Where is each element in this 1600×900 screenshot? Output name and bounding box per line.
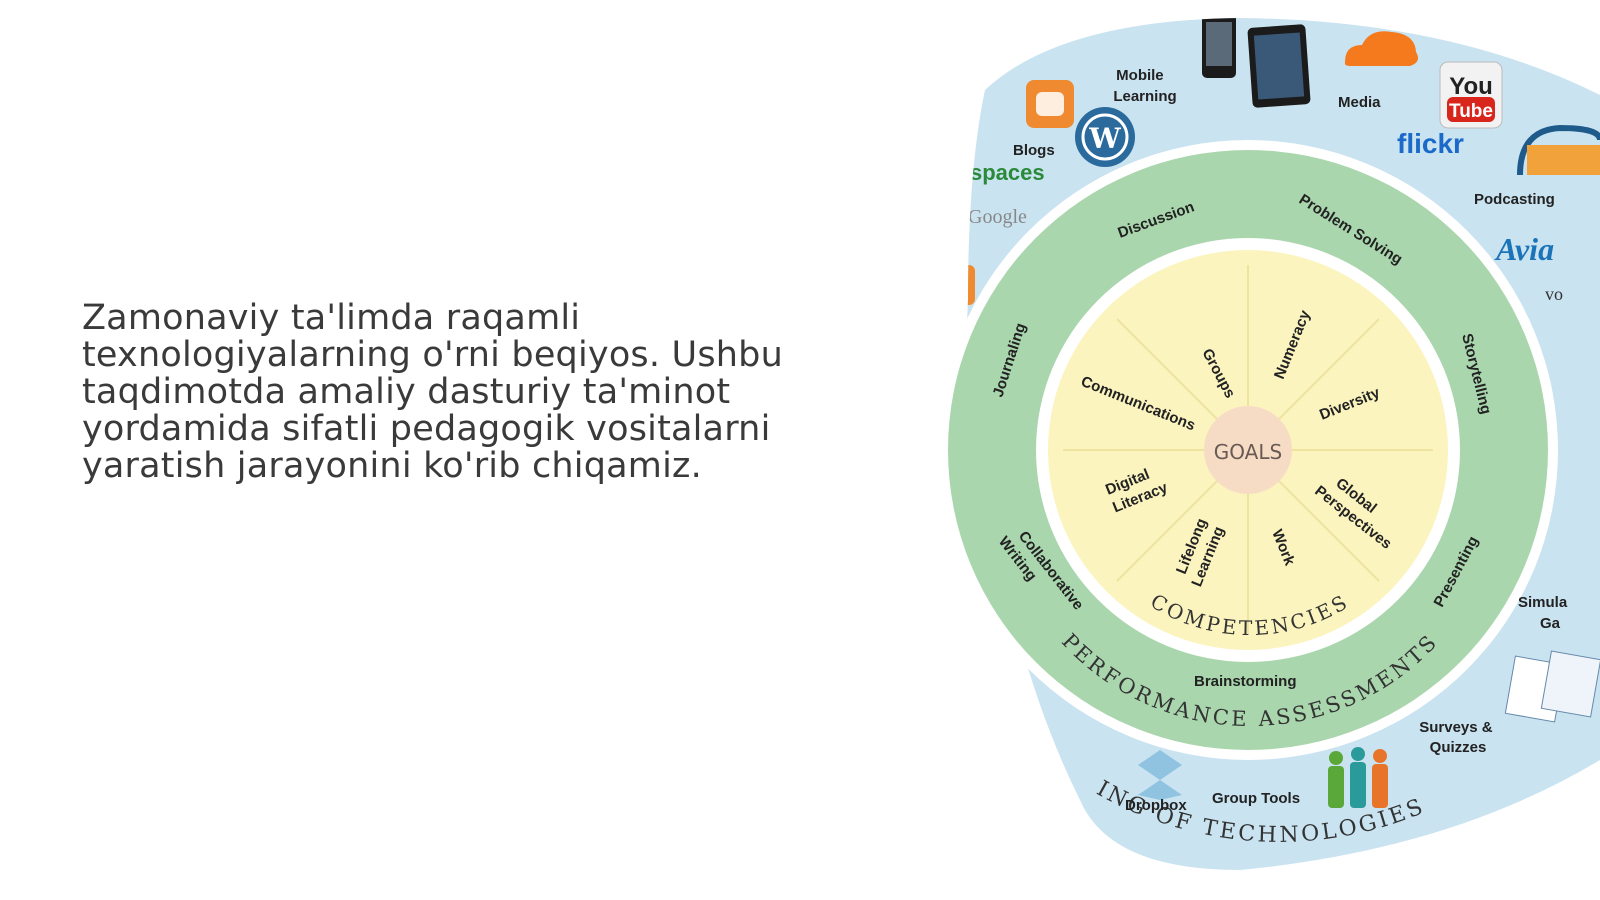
survey-icon-back bbox=[1540, 650, 1600, 718]
intro-line: Zamonaviy ta'limda raqamli bbox=[82, 298, 581, 338]
tech-group-tools: Group Tools bbox=[1212, 790, 1300, 807]
tech-google: Google bbox=[968, 206, 1027, 228]
orange-app-icon bbox=[966, 265, 975, 305]
tech-flickr: flickr bbox=[1397, 128, 1464, 159]
wordpress-icon-glyph: W bbox=[1088, 122, 1121, 155]
tech-aviary: Avia bbox=[1494, 231, 1554, 267]
intro-line: texnologiyalarning o'rni beqiyos. Ushbu bbox=[82, 335, 783, 375]
intro-line: taqdimotda amaliy dasturiy ta'minot bbox=[82, 372, 731, 412]
wordpress-icon-ring bbox=[1081, 113, 1129, 161]
youtube-you: You bbox=[1449, 73, 1493, 100]
intro-line: yaratish jarayonini ko'rib chiqamiz. bbox=[82, 446, 702, 486]
tech-mobile-learning: Mobile Learning bbox=[1113, 67, 1176, 105]
soundcloud-icon bbox=[1344, 31, 1418, 66]
podcast-icon-body bbox=[1527, 145, 1600, 175]
group-tools-icon bbox=[1328, 747, 1388, 808]
tech-vo: vo bbox=[1545, 284, 1563, 304]
tech-surveys-quizzes: Surveys & Quizzes bbox=[1419, 719, 1497, 756]
youtube-tube: Tube bbox=[1449, 101, 1493, 122]
blogger-icon-glyph bbox=[1036, 92, 1064, 116]
youtube-tube-bg bbox=[1447, 97, 1495, 122]
tech-simulations: Simula Ga bbox=[1518, 594, 1571, 632]
dropbox-icon bbox=[1138, 750, 1182, 800]
phone-screen bbox=[1206, 22, 1232, 66]
goals-center bbox=[1204, 406, 1292, 494]
intro-line: yordamida sifatli pedagogik vositalarni bbox=[82, 409, 771, 449]
assessment-brainstorming: Brainstorming bbox=[1194, 673, 1297, 690]
tech-dropbox: Dropbox bbox=[1125, 797, 1187, 814]
tech-blogs: Blogs bbox=[1013, 142, 1055, 159]
tablet-screen bbox=[1253, 32, 1305, 100]
podcast-icon bbox=[1517, 124, 1600, 176]
goals-label: GOALS bbox=[1214, 440, 1282, 464]
tech-spaces: spaces bbox=[970, 160, 1045, 185]
intro-paragraph: Zamonaviy ta'limda raqamli texnologiyala… bbox=[82, 300, 872, 485]
tech-podcasting: Podcasting bbox=[1474, 191, 1555, 208]
tech-media: Media bbox=[1338, 94, 1381, 111]
